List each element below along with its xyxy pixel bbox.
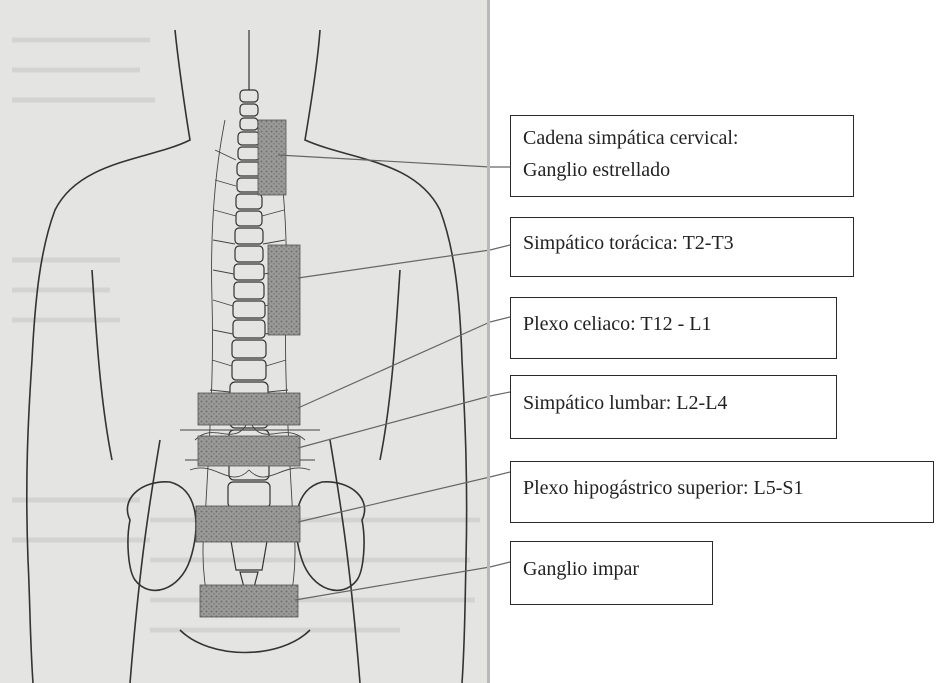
label-thoracic: Simpático torácica: T2-T3	[510, 217, 854, 277]
label-ganglion-impar: Ganglio impar	[510, 541, 713, 605]
label-hypogastric-text: Plexo hipogástrico superior: L5-S1	[523, 477, 804, 499]
label-celiac-plexus: Plexo celiaco: T12 - L1	[510, 297, 837, 359]
label-celiac-text: Plexo celiaco: T12 - L1	[523, 313, 711, 335]
label-lumbar: Simpático lumbar: L2-L4	[510, 375, 837, 439]
label-lumbar-text: Simpático lumbar: L2-L4	[523, 392, 727, 414]
label-cervical-line1: Cadena simpática cervical:	[523, 122, 841, 154]
label-cervical-line2: Ganglio estrellado	[523, 154, 841, 186]
label-cervical-chain: Cadena simpática cervical: Ganglio estre…	[510, 115, 854, 197]
label-superior-hypogastric: Plexo hipogástrico superior: L5-S1	[510, 461, 934, 523]
label-impar-text: Ganglio impar	[523, 558, 639, 580]
label-thoracic-text: Simpático torácica: T2-T3	[523, 232, 734, 254]
